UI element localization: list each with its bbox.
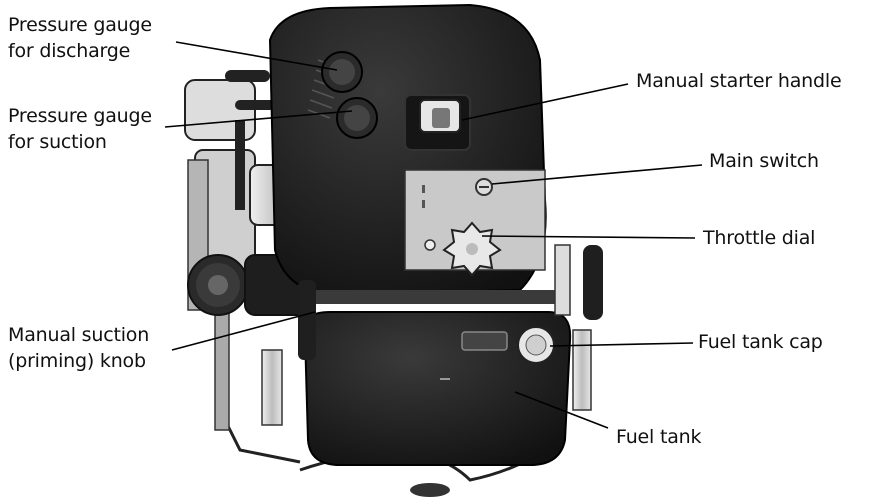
tank-mark <box>440 378 450 380</box>
label-priming-knob: Manual suction (priming) knob <box>8 322 149 374</box>
label-priming-knob-line1: Manual suction <box>8 324 150 346</box>
label-main-switch: Main switch <box>709 150 819 172</box>
leader-priming-knob <box>171 311 316 351</box>
carry-handle-right <box>554 244 603 411</box>
starter-handle <box>404 94 471 151</box>
leader-main-switch <box>491 164 703 185</box>
carry-handle-left <box>261 280 316 426</box>
frame-crossbar <box>300 290 560 304</box>
leader-throttle-dial <box>481 235 696 239</box>
label-gauge-discharge: Pressure gauge for discharge <box>8 12 152 64</box>
label-gauge-suction-line2: for suction <box>8 131 107 153</box>
label-gauge-suction-line1: Pressure gauge <box>8 105 152 127</box>
label-priming-knob-line2: (priming) knob <box>8 350 146 372</box>
label-throttle-dial: Throttle dial <box>703 227 816 249</box>
fuel-tank-cap <box>517 326 555 364</box>
leader-starter-handle <box>461 83 629 121</box>
leader-gauge-discharge <box>175 41 338 71</box>
pressure-gauge-suction <box>336 97 378 139</box>
leader-lines <box>164 41 703 429</box>
label-gauge-suction: Pressure gauge for suction <box>8 103 152 155</box>
pressure-gauge-discharge <box>321 51 363 93</box>
leader-fuel-tank <box>514 391 609 429</box>
label-fuel-tank-cap: Fuel tank cap <box>698 331 823 353</box>
fuel-gauge-window <box>461 331 508 351</box>
frame-foot <box>410 483 450 497</box>
leader-fuel-tank-cap <box>549 342 694 347</box>
label-fuel-tank: Fuel tank <box>616 426 702 448</box>
label-gauge-discharge-line2: for discharge <box>8 40 131 62</box>
throttle-dial-center <box>466 243 478 255</box>
priming-knob <box>187 254 249 316</box>
leader-gauge-suction <box>164 110 353 128</box>
label-gauge-discharge-line1: Pressure gauge <box>8 14 152 36</box>
pump-assembly <box>184 70 275 431</box>
label-starter-handle: Manual starter handle <box>636 70 842 92</box>
